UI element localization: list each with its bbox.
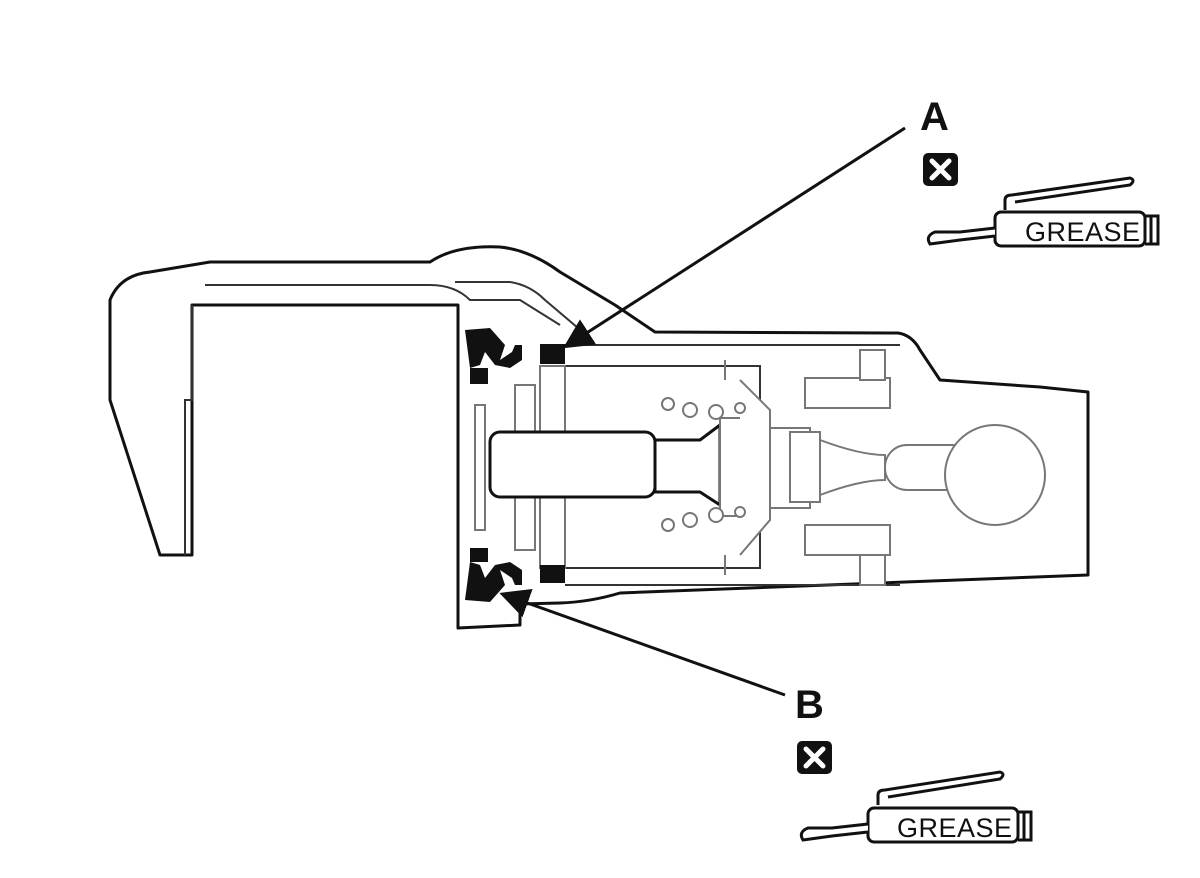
grease-label: GREASE [897,813,1013,843]
grease-label: GREASE [1025,217,1141,247]
leader-arrow-b [499,588,786,697]
leader-arrow-a [562,126,906,349]
grease-gun-icon: GREASE [799,770,1033,844]
replace-x-icon [923,153,958,186]
grease-gun-icon: GREASE [926,176,1160,248]
piston-boot [465,328,522,602]
callout-b: B GREASE [795,683,1033,844]
callout-a: A GREASE [920,95,1160,248]
callout-b-letter: B [795,683,824,727]
callout-a-letter: A [920,95,949,139]
adjuster-mechanism [661,349,1046,586]
piston-seal [540,344,565,583]
replace-x-icon [797,741,832,774]
